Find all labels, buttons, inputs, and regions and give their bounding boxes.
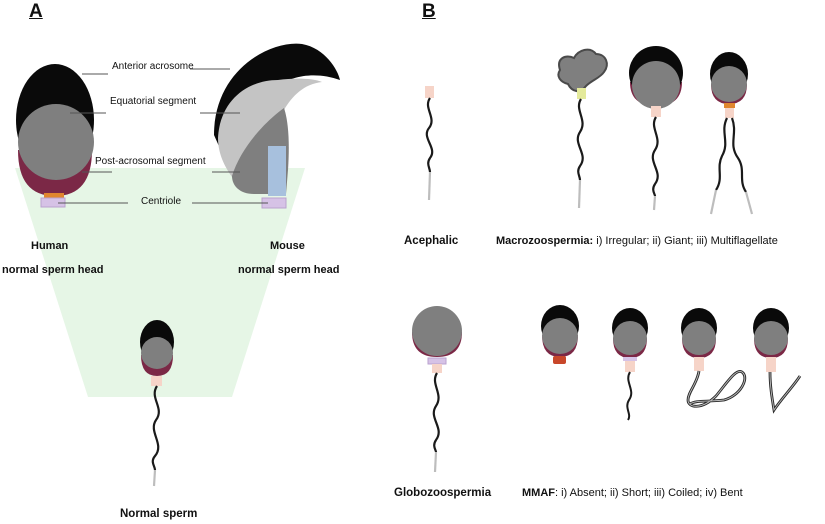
human-sperm-head bbox=[16, 64, 94, 208]
absent-neck bbox=[553, 356, 566, 364]
giant-nucleus bbox=[632, 61, 680, 109]
mmaf-coiled-cell bbox=[681, 308, 747, 408]
acephalic-neck bbox=[425, 86, 434, 98]
macrozoospermia-title: Macrozoospermia: bbox=[496, 235, 594, 247]
globo-neck bbox=[432, 364, 442, 373]
mmaf-title: MMAF bbox=[522, 487, 555, 499]
multi-tail-left bbox=[715, 117, 729, 191]
macrozoospermia-types: i) Irregular; ii) Giant; iii) Multiflage… bbox=[596, 235, 778, 247]
label-anterior-acrosome: Anterior acrosome bbox=[112, 61, 194, 72]
acephalic-cell bbox=[425, 86, 434, 201]
multi-tail-right-end bbox=[744, 191, 754, 215]
panel-label-b: B bbox=[422, 1, 436, 22]
globozoospermia-label: Globozoospermia bbox=[394, 487, 492, 499]
coiled-nucleus bbox=[682, 321, 716, 355]
irregular-neck bbox=[577, 88, 586, 99]
multi-neck bbox=[725, 108, 734, 118]
bent-tail bbox=[768, 371, 802, 414]
mouse-blue-segment bbox=[268, 146, 286, 196]
multi-tail-right bbox=[730, 117, 747, 193]
mmaf-absent-cell bbox=[541, 305, 579, 364]
normal-nucleus bbox=[141, 337, 173, 369]
human-nucleus bbox=[18, 104, 94, 180]
multi-nucleus bbox=[711, 66, 747, 102]
macro-giant-cell bbox=[629, 46, 683, 211]
background-trapezoid bbox=[15, 168, 305, 397]
irregular-tail bbox=[576, 98, 584, 181]
normal-neck bbox=[151, 376, 162, 386]
normal-tail bbox=[151, 385, 160, 471]
annotation-lines bbox=[58, 68, 268, 204]
human-sublabel: normal sperm head bbox=[2, 264, 104, 276]
multi-neck-orange bbox=[724, 103, 735, 108]
human-neck-orange bbox=[44, 193, 64, 198]
acephalic-tail bbox=[425, 97, 434, 173]
bent-neck bbox=[766, 357, 776, 372]
coiled-tail-inner bbox=[687, 370, 746, 407]
mmaf-types: : i) Absent; ii) Short; iii) Coiled; iv)… bbox=[555, 487, 743, 499]
short-nucleus bbox=[613, 321, 647, 355]
label-post-acrosomal-segment: Post-acrosomal segment bbox=[95, 156, 206, 167]
bent-tail-inner bbox=[769, 371, 801, 412]
short-tail bbox=[626, 371, 633, 421]
short-centriole bbox=[623, 357, 637, 361]
normal-sperm-label: Normal sperm bbox=[120, 508, 198, 520]
mouse-label: Mouse bbox=[270, 240, 305, 252]
multi-tail-left-end bbox=[709, 189, 718, 215]
acephalic-tail-end bbox=[427, 171, 432, 201]
macrozoospermia-caption: Macrozoospermia: i) Irregular; ii) Giant… bbox=[496, 236, 778, 247]
globo-centriole bbox=[427, 357, 447, 365]
mmaf-bent-cell bbox=[753, 308, 802, 414]
giant-tail-end bbox=[652, 195, 657, 211]
globo-nucleus bbox=[412, 306, 462, 356]
mmaf-short-cell bbox=[612, 308, 648, 421]
giant-neck bbox=[651, 106, 661, 117]
globo-tail-end bbox=[433, 451, 438, 473]
irregular-tail-end bbox=[577, 179, 582, 209]
mmaf-caption: MMAF: i) Absent; ii) Short; iii) Coiled;… bbox=[522, 488, 743, 499]
mouse-acrosome bbox=[214, 43, 340, 180]
globo-tail bbox=[432, 372, 440, 453]
normal-tail-end bbox=[152, 469, 157, 487]
giant-tail bbox=[651, 116, 659, 197]
bent-nucleus bbox=[754, 321, 788, 355]
label-equatorial-segment: Equatorial segment bbox=[110, 96, 197, 107]
label-centriole: Centriole bbox=[141, 196, 182, 207]
macro-multiflagellate-cell bbox=[709, 52, 754, 215]
panel-label-a: A bbox=[29, 1, 43, 22]
absent-nucleus bbox=[542, 318, 578, 354]
human-label: Human bbox=[31, 240, 69, 252]
macro-irregular-cell bbox=[557, 48, 608, 209]
short-neck bbox=[625, 361, 635, 372]
acephalic-label: Acephalic bbox=[404, 235, 459, 247]
irregular-head bbox=[557, 48, 608, 92]
globozoospermia-cell bbox=[412, 306, 462, 473]
coiled-neck bbox=[694, 357, 704, 371]
mouse-sublabel: normal sperm head bbox=[238, 264, 340, 276]
mouse-sperm-head bbox=[214, 43, 340, 209]
normal-sperm-cell bbox=[140, 320, 174, 487]
